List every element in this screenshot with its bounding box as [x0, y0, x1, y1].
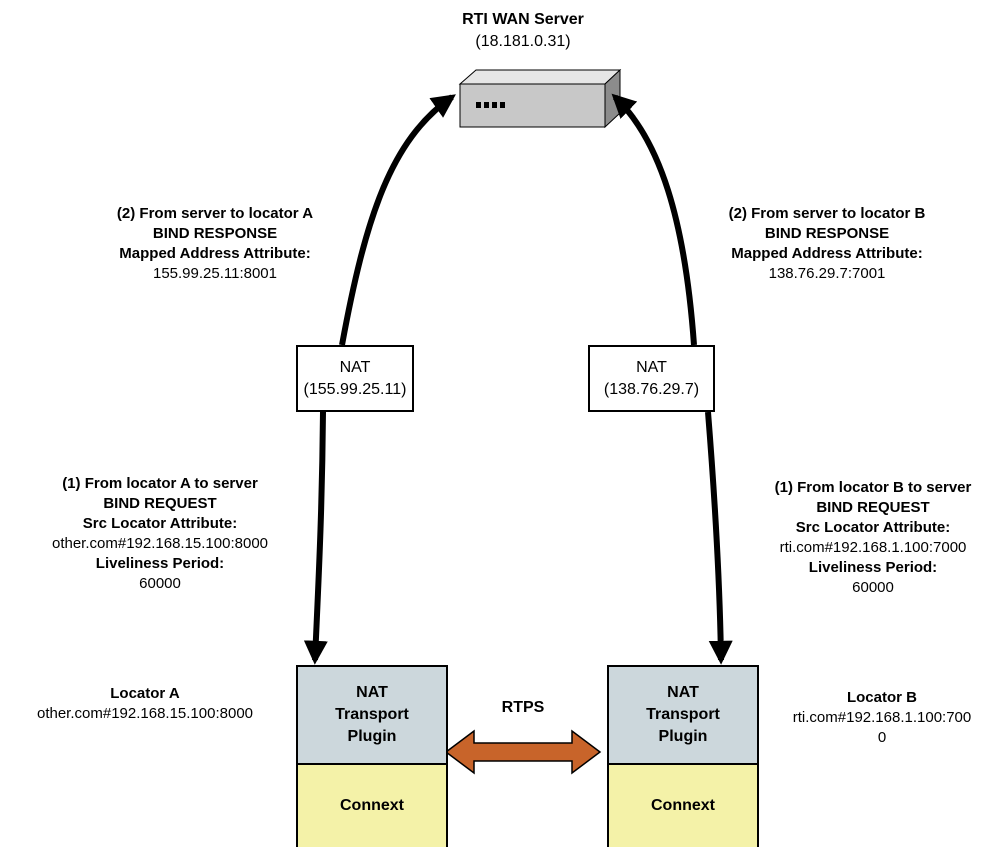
- nat-b-label: NAT: [636, 358, 667, 376]
- request-b-line2: BIND REQUEST: [816, 499, 930, 516]
- response-b-line1: (2) From server to locator B: [728, 205, 926, 222]
- request-b-line6: 60000: [852, 579, 894, 596]
- request-b-line1: (1) From locator B to server: [774, 479, 972, 496]
- bind-request-a: (1) From locator A to server BIND REQUES…: [10, 474, 310, 594]
- locator-b-address-line2: 0: [877, 729, 887, 746]
- locator-b-connext-label: Connext: [651, 797, 715, 814]
- locator-b-connext: Connext: [607, 763, 759, 847]
- locator-b-nat-plugin: NAT Transport Plugin: [607, 665, 759, 765]
- locator-a-label: Locator A other.com#192.168.15.100:8000: [5, 684, 285, 724]
- response-b-line4: 138.76.29.7:7001: [768, 265, 886, 282]
- request-a-line3: Src Locator Attribute:: [82, 515, 238, 532]
- response-a-line4: 155.99.25.11:8001: [152, 265, 277, 282]
- locator-b-name: Locator B: [846, 689, 917, 706]
- nat-b-address: (138.76.29.7): [603, 380, 700, 398]
- bind-request-b: (1) From locator B to server BIND REQUES…: [740, 478, 1006, 598]
- request-b-line4: rti.com#192.168.1.100:7000: [779, 539, 967, 556]
- locator-b-address-line1: rti.com#192.168.1.100:700: [792, 709, 972, 726]
- locator-b-plugin-line1: NAT: [667, 684, 699, 701]
- bind-response-b: (2) From server to locator B BIND RESPON…: [672, 204, 982, 284]
- locator-b-plugin-line2: Transport: [646, 706, 720, 723]
- locator-a-connext: Connext: [296, 763, 448, 847]
- locator-b-plugin-line3: Plugin: [658, 728, 708, 745]
- request-a-line6: 60000: [139, 575, 181, 592]
- locator-a-plugin-line2: Transport: [335, 706, 409, 723]
- server-title: RTI WAN Server: [462, 11, 584, 28]
- server-icon: [458, 68, 622, 129]
- request-b-line3: Src Locator Attribute:: [795, 519, 951, 536]
- server-address: (18.181.0.31): [475, 33, 571, 50]
- rtps-label: RTPS: [501, 699, 545, 716]
- response-a-line3: Mapped Address Attribute:: [119, 245, 311, 262]
- locator-a-nat-plugin: NAT Transport Plugin: [296, 665, 448, 765]
- nat-box-b: NAT (138.76.29.7): [588, 345, 715, 412]
- response-a-line2: BIND RESPONSE: [152, 225, 278, 242]
- arrow-nat-b-to-locator-b: [705, 411, 733, 665]
- nat-a-address: (155.99.25.11): [303, 380, 407, 398]
- locator-a-address: other.com#192.168.15.100:8000: [36, 705, 253, 722]
- locator-a-name: Locator A: [110, 685, 180, 702]
- request-a-line5: Liveliness Period:: [95, 555, 225, 572]
- bind-response-a: (2) From server to locator A BIND RESPON…: [60, 204, 370, 284]
- locator-a-plugin-line1: NAT: [356, 684, 388, 701]
- arrow-nat-a-to-server: [339, 94, 456, 346]
- request-b-line5: Liveliness Period:: [808, 559, 938, 576]
- response-a-line1: (2) From server to locator A: [116, 205, 314, 222]
- arrow-nat-b-to-server: [611, 93, 697, 346]
- arrow-nat-a-to-locator-a: [303, 411, 328, 665]
- locator-a-connext-label: Connext: [340, 797, 404, 814]
- request-a-line4: other.com#192.168.15.100:8000: [51, 535, 268, 552]
- nat-box-a: NAT (155.99.25.11): [296, 345, 414, 412]
- response-b-line3: Mapped Address Attribute:: [731, 245, 923, 262]
- request-a-line2: BIND REQUEST: [103, 495, 217, 512]
- request-a-line1: (1) From locator A to server: [62, 475, 258, 492]
- rtps-double-arrow: [444, 729, 602, 775]
- locator-a-plugin-line3: Plugin: [347, 728, 397, 745]
- locator-b-label: Locator B rti.com#192.168.1.100:700 0: [772, 688, 992, 748]
- nat-a-label: NAT: [339, 358, 371, 376]
- response-b-line2: BIND RESPONSE: [764, 225, 890, 242]
